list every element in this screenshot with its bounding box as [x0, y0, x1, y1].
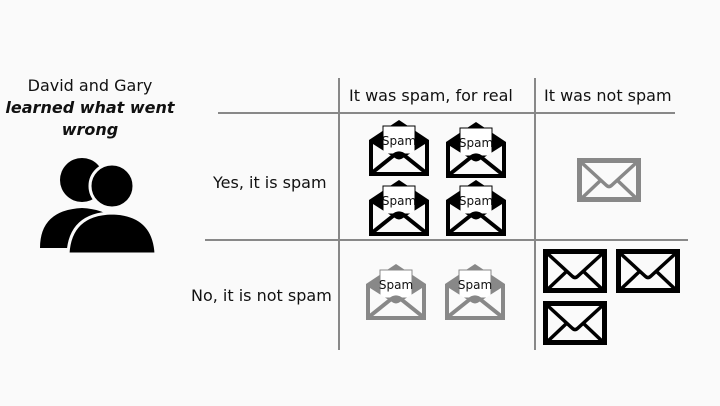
spam-label: Spam: [458, 278, 492, 292]
subject-line3: wrong: [61, 120, 119, 139]
spam-label: Spam: [459, 194, 493, 208]
spam-label: Spam: [382, 194, 416, 208]
people-icon: [40, 158, 158, 256]
open-envelope-spam-icon: Spam: [446, 122, 506, 178]
grid-line-middle: [205, 239, 688, 241]
spam-label: Spam: [379, 278, 413, 292]
row-header-no: No, it is not spam: [191, 286, 332, 305]
row-header-yes: Yes, it is spam: [213, 173, 327, 192]
closed-envelope-icon: [577, 158, 641, 202]
subject-caption: David and Gary learned what went wrong: [0, 75, 185, 141]
open-envelope-spam-icon: Spam: [366, 264, 426, 320]
closed-envelope-icon: [543, 301, 607, 345]
spam-label: Spam: [382, 134, 416, 148]
open-envelope-spam-icon: Spam: [445, 264, 505, 320]
closed-envelope-icon: [543, 249, 607, 293]
subject-line1: David and Gary: [27, 76, 153, 95]
subject-line2: learned what went: [5, 98, 175, 117]
column-header-spam: It was spam, for real: [349, 86, 513, 105]
grid-line-right: [534, 78, 536, 350]
closed-envelope-icon: [616, 249, 680, 293]
open-envelope-spam-icon: Spam: [369, 180, 429, 236]
open-envelope-spam-icon: Spam: [446, 180, 506, 236]
open-envelope-spam-icon: Spam: [369, 120, 429, 176]
spam-label: Spam: [459, 136, 493, 150]
grid-line-top: [218, 112, 675, 114]
column-header-not-spam: It was not spam: [544, 86, 672, 105]
grid-line-left: [338, 78, 340, 350]
